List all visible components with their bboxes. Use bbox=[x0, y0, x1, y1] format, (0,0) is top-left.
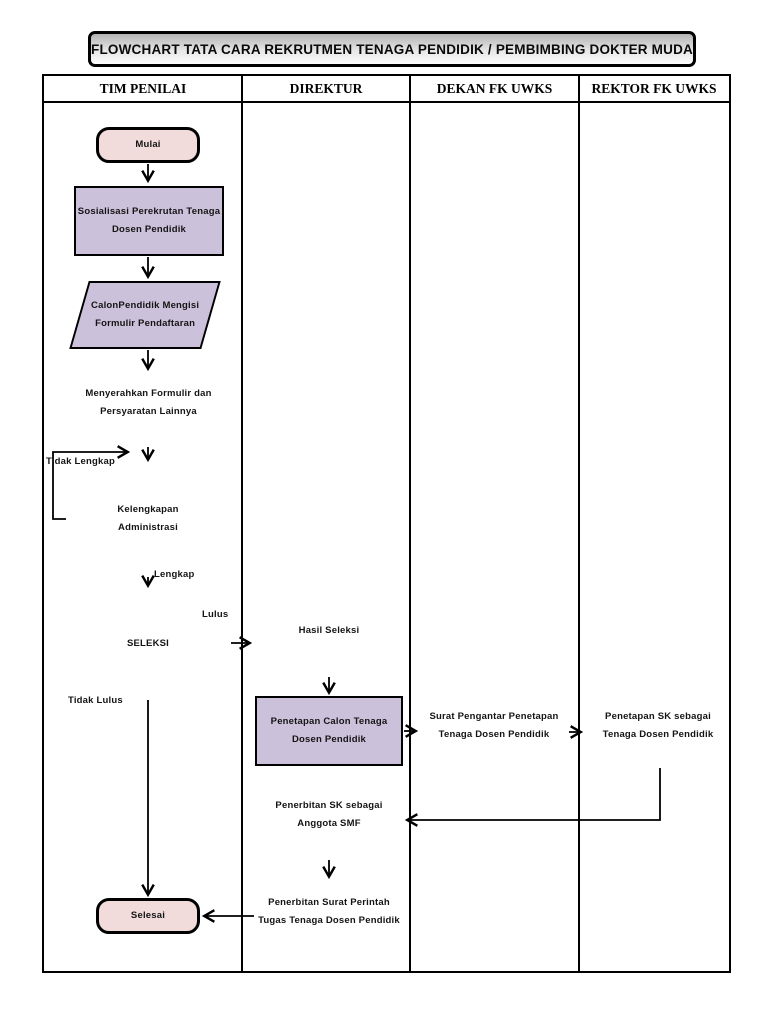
node-surat-pengantar-label: Surat Pengantar Penetapan Tenaga Dosen P… bbox=[429, 711, 559, 740]
node-penerbitan-surat: Penerbitan Surat Perintah Tugas Tenaga D… bbox=[255, 880, 403, 958]
lane-divider-2 bbox=[409, 76, 411, 971]
node-penetapan-calon: Penetapan Calon Tenaga Dosen Pendidik bbox=[255, 696, 403, 766]
node-penerbitan-sk: Penerbitan SK sebagai Anggota SMF bbox=[255, 786, 403, 858]
node-penerbitan-sk-label: Penerbitan SK sebagai Anggota SMF bbox=[275, 800, 383, 829]
node-calon-pendidik-label: CalonPendidik Mengisi Formulir Pendaftar… bbox=[90, 300, 200, 329]
node-selesai: Selesai bbox=[96, 898, 200, 934]
node-penetapan-sk-label: Penetapan SK sebagai Tenaga Dosen Pendid… bbox=[602, 711, 714, 740]
edge-label-lulus: Lulus bbox=[202, 609, 229, 620]
lane-header-direktur: DIREKTUR bbox=[289, 80, 363, 96]
edge-label-tidak-lengkap: Tidak Lengkap bbox=[46, 456, 115, 467]
node-penetapan-calon-label: Penetapan Calon Tenaga Dosen Pendidik bbox=[270, 716, 388, 745]
node-kelengkapan: Kelengkapan Administrasi bbox=[66, 462, 230, 576]
flowchart-title-text: FLOWCHART TATA CARA REKRUTMEN TENAGA PEN… bbox=[91, 41, 693, 57]
edge-label-lengkap: Lengkap bbox=[154, 569, 195, 580]
lane-header-rektor: REKTOR FK UWKS bbox=[591, 80, 717, 96]
node-selesai-label: Selesai bbox=[130, 910, 166, 922]
node-hasil-seleksi-label: Hasil Seleksi bbox=[298, 625, 360, 637]
node-menyerahkan-label: Menyerahkan Formulir dan Persyaratan Lai… bbox=[85, 388, 212, 417]
edge-label-tidak-lulus: Tidak Lulus bbox=[68, 695, 123, 706]
lane-divider-3 bbox=[578, 76, 580, 971]
node-seleksi-label: SELEKSI bbox=[126, 638, 170, 650]
lane-header-tim-penilai: TIM PENILAI bbox=[99, 80, 187, 96]
flowchart-title: FLOWCHART TATA CARA REKRUTMEN TENAGA PEN… bbox=[88, 31, 696, 67]
node-hasil-seleksi: Hasil Seleksi bbox=[254, 602, 404, 674]
node-sosialisasi: Sosialisasi Perekrutan Tenaga Dosen Pend… bbox=[74, 186, 224, 256]
node-seleksi: SELEKSI bbox=[66, 588, 230, 700]
node-penetapan-sk: Penetapan SK sebagai Tenaga Dosen Pendid… bbox=[585, 695, 731, 771]
node-sosialisasi-label: Sosialisasi Perekrutan Tenaga Dosen Pend… bbox=[77, 206, 221, 235]
lane-header-dekan: DEKAN FK UWKS bbox=[436, 80, 553, 96]
node-calon-pendidik: CalonPendidik Mengisi Formulir Pendaftar… bbox=[69, 281, 221, 349]
lane-divider-1 bbox=[241, 76, 243, 971]
node-surat-pengantar: Surat Pengantar Penetapan Tenaga Dosen P… bbox=[420, 695, 568, 771]
node-kelengkapan-label: Kelengkapan Administrasi bbox=[117, 504, 179, 533]
lane-header-row: TIM PENILAI DIREKTUR DEKAN FK UWKS REKTO… bbox=[44, 76, 729, 103]
swimlane-table: TIM PENILAI DIREKTUR DEKAN FK UWKS REKTO… bbox=[42, 74, 731, 973]
node-mulai: Mulai bbox=[96, 127, 200, 163]
node-menyerahkan: Menyerahkan Formulir dan Persyaratan Lai… bbox=[73, 373, 224, 447]
node-penerbitan-surat-label: Penerbitan Surat Perintah Tugas Tenaga D… bbox=[258, 897, 400, 926]
node-mulai-label: Mulai bbox=[135, 139, 161, 151]
